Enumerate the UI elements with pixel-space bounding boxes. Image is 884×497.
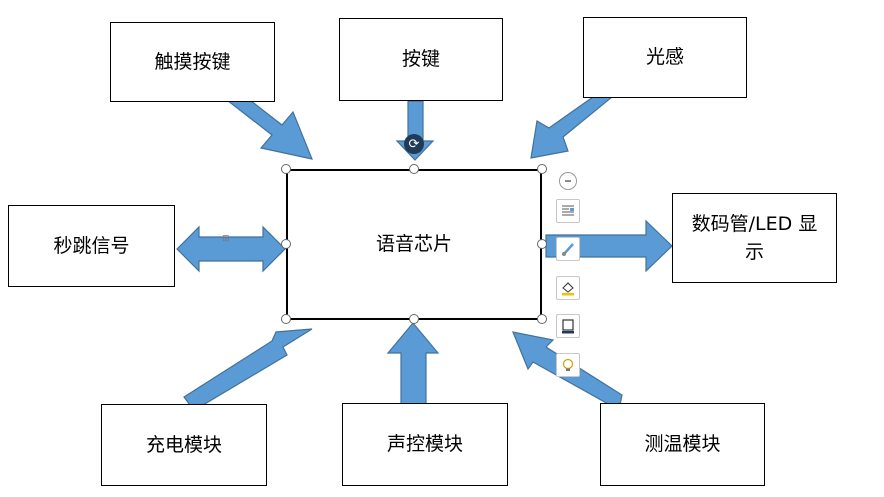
arrow-touch-keys-to-chip xyxy=(221,96,313,160)
charging-module-label: 充电模块 xyxy=(145,433,222,456)
lightbulb-icon[interactable] xyxy=(556,353,580,377)
resize-handle-top[interactable] xyxy=(409,164,419,174)
display-box[interactable]: 数码管/LED 显 示 xyxy=(672,193,837,283)
anchor-marker-icon: ⊞ xyxy=(222,234,230,244)
fill-icon[interactable] xyxy=(556,276,580,300)
resize-handle-bottom-right[interactable] xyxy=(537,314,547,324)
sound-control-label: 声控模块 xyxy=(386,433,463,456)
temperature-module-label: 测温模块 xyxy=(644,433,721,456)
resize-handle-left[interactable] xyxy=(281,239,291,249)
keys-label: 按键 xyxy=(401,48,440,71)
arrow-charging-to-chip xyxy=(183,328,313,406)
arrow-second-signal-bidirectional xyxy=(176,225,286,273)
second-signal-label: 秒跳信号 xyxy=(53,234,130,257)
layout-options-icon[interactable] xyxy=(556,199,580,223)
arrow-light-sensor-to-chip xyxy=(530,96,614,159)
charging-module-box[interactable]: 充电模块 xyxy=(101,404,267,486)
outline-icon[interactable] xyxy=(556,314,580,338)
keys-box[interactable]: 按键 xyxy=(339,18,503,101)
display-label-line2: 示 xyxy=(744,241,764,263)
light-sensor-box[interactable]: 光感 xyxy=(583,17,747,98)
voice-chip-box[interactable]: 语音芯片 xyxy=(286,169,542,320)
resize-handle-right[interactable] xyxy=(537,239,547,249)
touch-keys-label: 触摸按键 xyxy=(154,50,231,73)
temperature-module-box[interactable]: 测温模块 xyxy=(600,403,765,486)
resize-handle-top-left[interactable] xyxy=(281,164,291,174)
resize-handle-bottom[interactable] xyxy=(409,314,419,324)
rotate-handle-icon[interactable]: ⟳ xyxy=(404,134,424,154)
voice-chip-label: 语音芯片 xyxy=(375,233,452,256)
resize-handle-bottom-left[interactable] xyxy=(281,314,291,324)
display-label-line1: 数码管/LED 显 xyxy=(691,212,818,235)
arrow-sound-control-to-chip xyxy=(386,322,440,405)
light-sensor-label: 光感 xyxy=(645,46,684,69)
resize-handle-top-right[interactable] xyxy=(537,164,547,174)
minus-circle-icon[interactable] xyxy=(559,172,577,190)
brush-icon[interactable] xyxy=(556,237,580,261)
touch-keys-box[interactable]: 触摸按键 xyxy=(110,22,275,102)
sound-control-box[interactable]: 声控模块 xyxy=(342,403,508,486)
second-signal-box[interactable]: 秒跳信号 xyxy=(8,205,175,287)
